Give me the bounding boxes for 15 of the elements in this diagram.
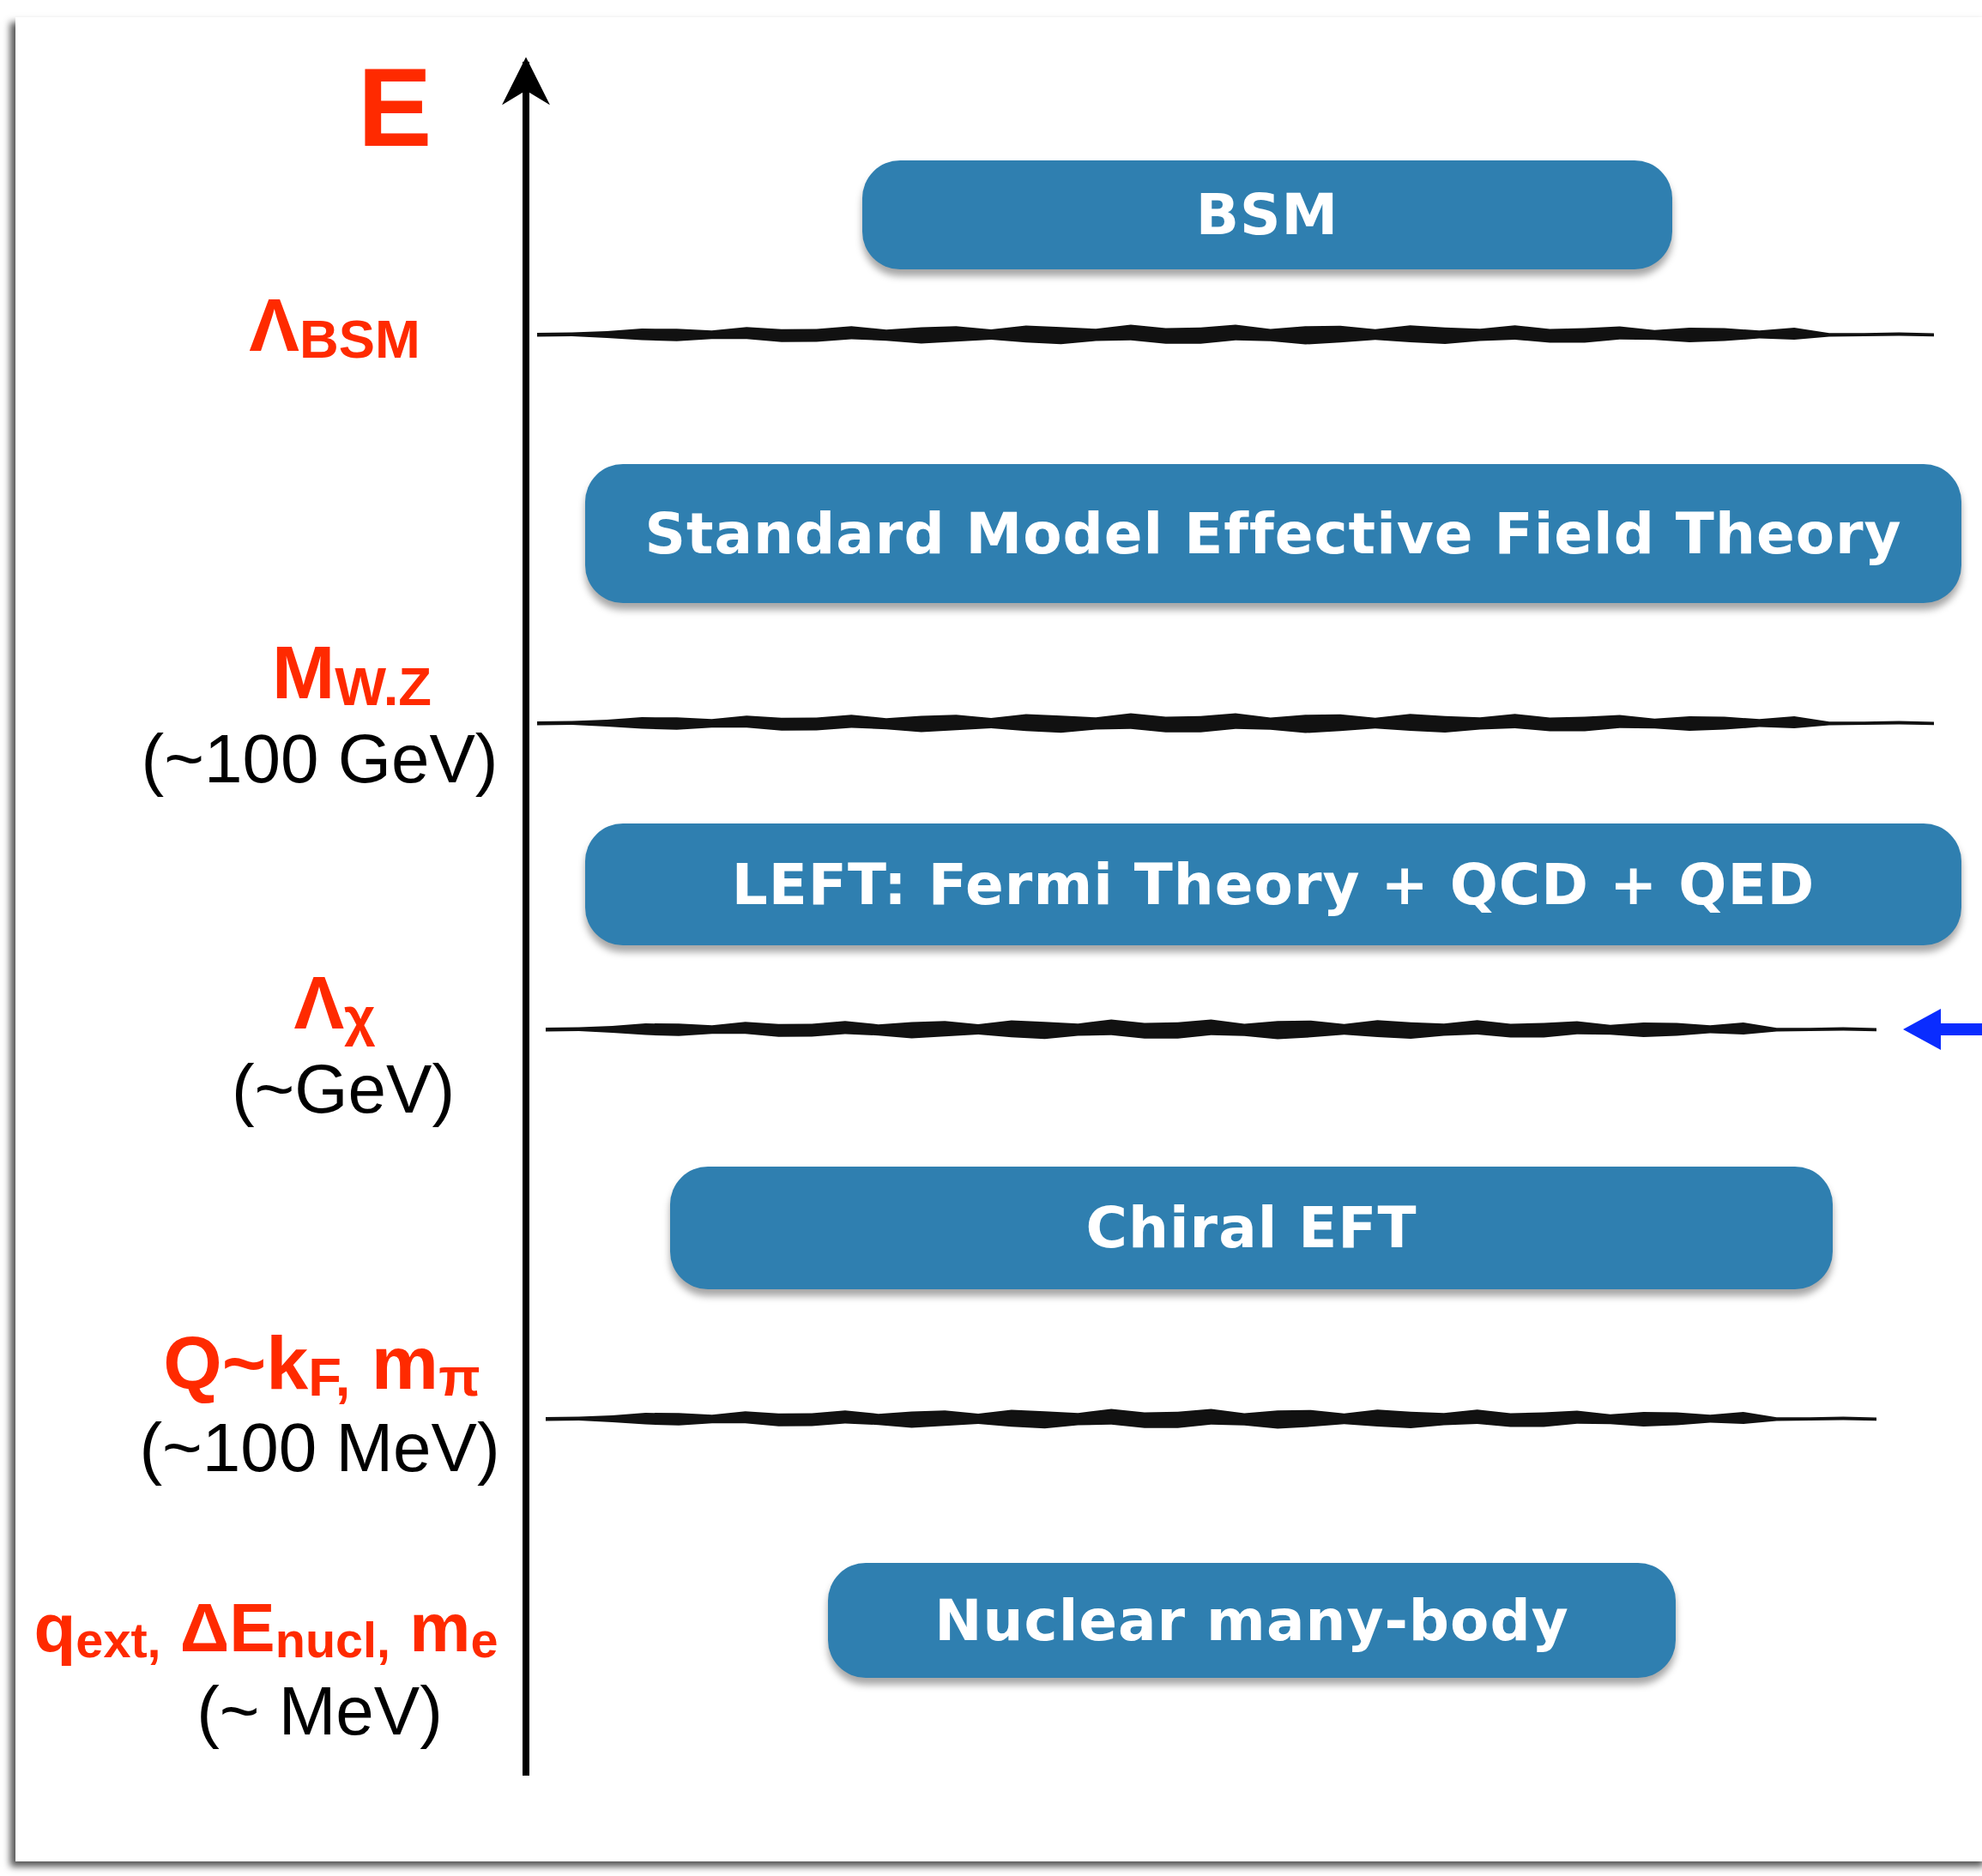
- theory-name: Chiral EFT: [1085, 1195, 1417, 1261]
- theory-box: [670, 1167, 1833, 1289]
- theory-box: [828, 1563, 1676, 1678]
- theory-name: Standard Model Effective Field Theory: [644, 500, 1902, 567]
- theory-box: [585, 464, 1961, 603]
- scale-label: Λ$_{BSM}$: [248, 287, 421, 366]
- theory-name: BSM: [1195, 182, 1339, 248]
- theory-name: LEFT: Fermi Theory + QCD + QED: [731, 851, 1816, 918]
- theory-name: Nuclear many-body: [934, 1587, 1569, 1654]
- theory-box: [585, 823, 1961, 945]
- scale-label: q$_{ext,}$ ΔE$_{nucl,}$ m$_{e}$: [33, 1594, 499, 1666]
- axis-label: E: [356, 51, 433, 163]
- scale-label: M$_{W.Z}$: [271, 635, 432, 714]
- scale-label: Q~k$_{F,}$ m$_{π}$: [162, 1325, 481, 1404]
- theory-box: [862, 160, 1672, 269]
